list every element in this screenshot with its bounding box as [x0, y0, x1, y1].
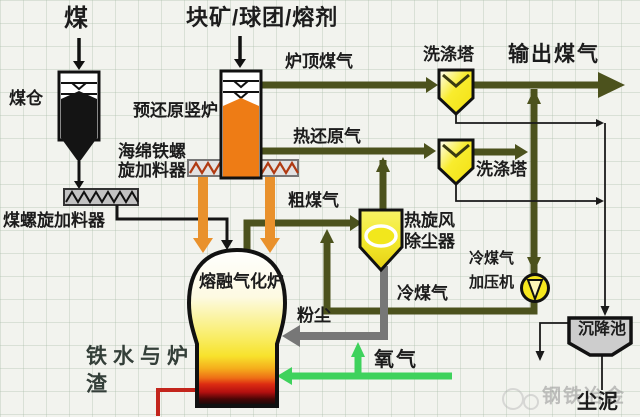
- cold-gas-compressor-label: 冷煤气: [469, 250, 515, 267]
- top-gas-label: 炉顶煤气: [285, 52, 353, 71]
- coal-bunker-valve1: [61, 82, 97, 91]
- scrubber2-body: [437, 138, 475, 187]
- coal-screw-feeder: [63, 188, 233, 250]
- coal-fill: [61, 91, 97, 160]
- raw-gas-label: 粗煤气: [288, 191, 339, 210]
- drain1-arrowhead: [596, 119, 604, 127]
- compressor-label: 加压机: [469, 274, 515, 291]
- scrubber2-label: 洗涤塔: [476, 160, 527, 179]
- shaft-burden-fill: [223, 98, 259, 177]
- compressor-rotor: [526, 279, 544, 302]
- hot-cyclone: [358, 208, 404, 273]
- ore-feed-arrowhead: [234, 59, 246, 68]
- cyclone-riser-arrowhead: [376, 157, 390, 172]
- shaft-furnace: [219, 69, 263, 180]
- scrubber1-drain-line: [455, 113, 596, 124]
- scrubber1-vessel: [437, 68, 475, 117]
- raw-gas-arrowhead: [350, 215, 362, 231]
- coal-screw-feeder-label: 煤螺旋加料器: [3, 211, 105, 230]
- pond-overflow-line: [539, 322, 568, 351]
- coal-to-gasifier-arrowhead: [221, 240, 233, 250]
- dust-arrowhead: [282, 325, 300, 347]
- hot-metal-tap-line: [156, 388, 197, 416]
- scrubber2-out-arrowhead: [515, 144, 528, 160]
- output-gas-label: 输出煤气: [508, 43, 600, 66]
- dust-sludge-label: 尘泥: [577, 391, 619, 413]
- watermark-text: 钢铁冶金: [542, 386, 627, 407]
- output-gas-arrowhead: [598, 72, 625, 98]
- dust-label: 粉尘: [297, 306, 331, 325]
- coal-bunker: [57, 70, 101, 189]
- coal-to-gasifier-line: [115, 205, 229, 240]
- hot-metal-slag-label-line1: 铁水与炉: [86, 345, 194, 368]
- sponge-feeder-label-line1: 海绵铁螺: [118, 142, 186, 161]
- junction-up-arrowhead: [527, 89, 541, 104]
- cold-gas-arrowhead: [320, 229, 334, 243]
- cyclone-label-line2: 除尘器: [404, 232, 455, 251]
- watermark-blob2: [523, 394, 539, 410]
- sludge-water-lines: [455, 113, 606, 390]
- overflow-arrowhead: [535, 351, 545, 361]
- hot-metal-slag-label-line2: 渣: [86, 373, 113, 396]
- dust-recycle-line: [300, 266, 388, 340]
- sponge-feeder-label-line2: 旋加料器: [118, 161, 186, 180]
- cyclone-label-line1: 热旋风: [404, 211, 455, 230]
- melter-gasifier-vessel: [186, 247, 288, 408]
- gas-compressor: [520, 273, 550, 303]
- oxygen-label: 氧气: [374, 349, 418, 371]
- watermark-blob1: [502, 388, 524, 410]
- coal-label: 煤: [64, 5, 88, 32]
- cold-gas-return-line: [323, 241, 538, 315]
- scrubber2-spray: [442, 143, 470, 158]
- bunker-outlet-arrowhead: [74, 181, 84, 189]
- coal-bunker-label: 煤仓: [9, 89, 43, 108]
- drain2-arrowhead: [596, 197, 604, 205]
- thin-arrowheads: [535, 119, 610, 361]
- scrubber1-body: [437, 68, 475, 117]
- coal-feeder-screw: [65, 190, 139, 204]
- dri-transfer-arrows: [193, 177, 280, 253]
- coal-feed-arrowhead: [73, 61, 85, 70]
- pond-in-arrowhead: [600, 306, 610, 316]
- settling-pond-label: 沉降池: [578, 321, 627, 338]
- melter-gasifier-label: 熔融气化炉: [199, 272, 284, 291]
- oxygen-arrowhead: [277, 367, 292, 385]
- scrubber1-label: 洗涤塔: [423, 45, 474, 64]
- gas-lines: [243, 81, 600, 315]
- shaft-furnace-label: 预还原竖炉: [133, 101, 218, 120]
- shaft-valve1: [223, 80, 259, 89]
- scrubber2-vessel: [437, 138, 475, 187]
- scrubber1-spray: [442, 73, 470, 88]
- junction-down-arrowhead: [527, 257, 541, 272]
- scrubber2-drain-line: [455, 183, 596, 202]
- dri-arrow1-head: [193, 238, 213, 253]
- settling-pond-basin: [567, 316, 633, 357]
- dri-arrow2-head: [260, 238, 280, 253]
- top-gas-arrowhead: [426, 77, 438, 93]
- oxygen-up-arrowhead: [351, 342, 365, 357]
- cold-gas-return-label: 冷煤气: [397, 284, 448, 303]
- cyclone-vortex: [364, 224, 398, 248]
- raw-gas-line: [243, 219, 350, 252]
- hot-gas-arrowhead: [424, 143, 436, 159]
- watermark-logo: [502, 388, 539, 410]
- hot-reduction-gas-label: 热还原气: [293, 127, 361, 146]
- ore-pellet-flux-label: 块矿/球团/熔剂: [186, 5, 339, 30]
- gas-arrowheads: [320, 72, 625, 272]
